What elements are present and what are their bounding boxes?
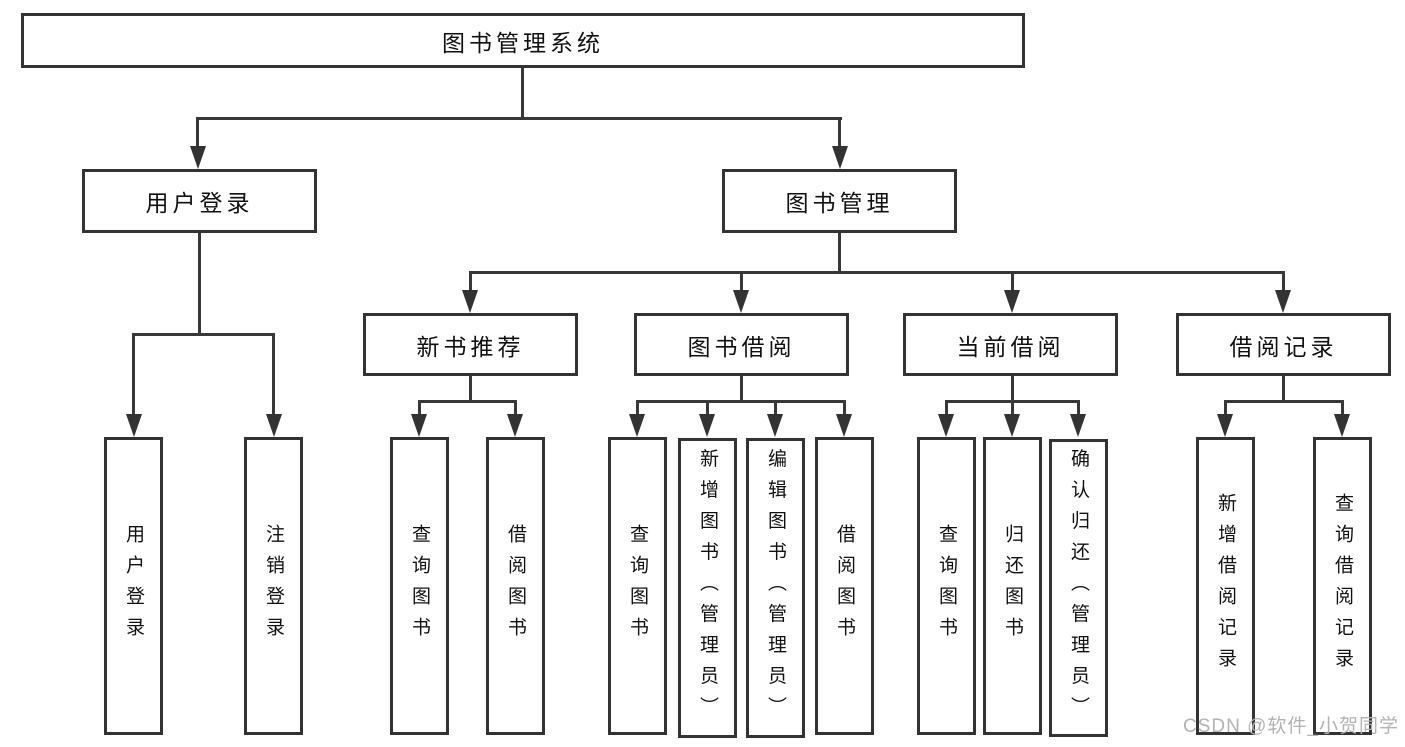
leaf-return-books: 归还图书 xyxy=(983,437,1042,735)
node-label: 查询图书 xyxy=(627,524,648,648)
leaf-query-books-borrowing: 查询图书 xyxy=(608,437,667,735)
leaf-query-books-current: 查询图书 xyxy=(917,437,976,735)
arrow-down-icon xyxy=(1334,414,1350,437)
node-label: 新书推荐 xyxy=(416,333,525,360)
node-label: 用户登录 xyxy=(145,190,254,216)
node-user-login: 用户登录 xyxy=(82,169,317,233)
connector-line xyxy=(469,376,472,403)
connector-line xyxy=(197,117,842,120)
connector-line xyxy=(132,333,135,415)
arrow-down-icon xyxy=(126,414,142,437)
node-label: 借阅记录 xyxy=(1229,333,1338,360)
node-label: 新增图书（管理员） xyxy=(697,448,718,728)
connector-line xyxy=(636,400,845,403)
arrow-down-icon xyxy=(1217,414,1233,437)
node-borrowing-records: 借阅记录 xyxy=(1176,313,1391,376)
connector-line xyxy=(740,376,743,403)
arrow-down-icon xyxy=(699,414,715,437)
connector-line xyxy=(1224,400,1227,416)
connector-line xyxy=(740,271,743,293)
arrow-down-icon xyxy=(1004,290,1020,313)
node-new-book-recommendation: 新书推荐 xyxy=(363,313,578,376)
node-label: 编辑图书（管理员） xyxy=(765,448,786,728)
connector-line xyxy=(418,400,517,403)
arrow-down-icon xyxy=(836,414,852,437)
node-label: 当前借阅 xyxy=(956,333,1065,360)
node-label: 注销登录 xyxy=(263,524,284,648)
connector-line xyxy=(469,271,472,293)
arrow-down-icon xyxy=(1004,414,1020,437)
node-label: 图书管理 xyxy=(785,190,894,216)
connector-line xyxy=(1224,400,1343,403)
node-root-library-management-system: 图书管理系统 xyxy=(21,13,1025,68)
connector-line xyxy=(1341,400,1344,416)
node-label: 新增借阅记录 xyxy=(1215,493,1236,679)
arrow-down-icon xyxy=(733,290,749,313)
node-label: 借阅图书 xyxy=(505,524,526,648)
csdn-watermark: CSDN @软件_小贺同学 xyxy=(1183,716,1399,737)
connector-line xyxy=(636,400,639,416)
arrow-down-icon xyxy=(507,414,523,437)
node-label: 图书借阅 xyxy=(687,333,796,360)
arrow-down-icon xyxy=(462,290,478,313)
node-book-management: 图书管理 xyxy=(722,169,957,233)
leaf-logout-login: 注销登录 xyxy=(244,437,303,735)
connector-line xyxy=(1282,271,1285,293)
leaf-edit-books-admin: 编辑图书（管理员） xyxy=(746,438,805,738)
connector-line xyxy=(272,333,275,415)
connector-line xyxy=(1011,376,1014,403)
node-label: 确认归还（管理员） xyxy=(1068,448,1089,728)
connector-line xyxy=(706,400,709,416)
leaf-borrow-books-recommend: 借阅图书 xyxy=(486,437,545,735)
node-label: 借阅图书 xyxy=(834,524,855,648)
node-label: 查询图书 xyxy=(936,524,957,648)
arrow-down-icon xyxy=(1070,414,1086,437)
connector-line xyxy=(1011,400,1014,416)
arrow-down-icon xyxy=(767,414,783,437)
connector-line xyxy=(1077,400,1080,416)
connector-line xyxy=(1011,271,1014,293)
arrow-down-icon xyxy=(411,414,427,437)
leaf-add-books-admin: 新增图书（管理员） xyxy=(678,438,737,738)
arrow-down-icon xyxy=(190,146,206,169)
connector-line xyxy=(132,333,275,336)
node-current-borrowing: 当前借阅 xyxy=(903,313,1118,376)
connector-line xyxy=(945,400,948,416)
leaf-add-borrow-record: 新增借阅记录 xyxy=(1196,437,1255,735)
node-book-borrowing: 图书借阅 xyxy=(634,313,849,376)
connector-line xyxy=(514,400,517,416)
leaf-borrow-books-borrowing: 借阅图书 xyxy=(815,437,874,735)
node-label: 归还图书 xyxy=(1002,524,1023,648)
leaf-query-borrow-record: 查询借阅记录 xyxy=(1313,437,1372,735)
node-label: 用户登录 xyxy=(123,524,144,648)
arrow-down-icon xyxy=(938,414,954,437)
connector-line xyxy=(469,271,1285,274)
arrow-down-icon xyxy=(1275,290,1291,313)
connector-line xyxy=(1282,376,1285,403)
arrow-down-icon xyxy=(832,146,848,169)
connector-line xyxy=(418,400,421,416)
connector-line xyxy=(838,233,841,274)
connector-line xyxy=(843,400,846,416)
leaf-user-login: 用户登录 xyxy=(104,437,163,735)
connector-line xyxy=(774,400,777,416)
connector-line xyxy=(838,117,841,150)
node-label: 查询图书 xyxy=(409,524,430,648)
connector-line xyxy=(196,117,199,150)
arrow-down-icon xyxy=(266,414,282,437)
leaf-query-books-recommend: 查询图书 xyxy=(390,437,449,735)
connector-line xyxy=(521,68,524,119)
connector-line xyxy=(198,233,201,336)
leaf-confirm-return-admin: 确认归还（管理员） xyxy=(1049,439,1108,737)
node-label: 图书管理系统 xyxy=(442,29,604,56)
arrow-down-icon xyxy=(629,414,645,437)
node-label: 查询借阅记录 xyxy=(1332,493,1353,679)
